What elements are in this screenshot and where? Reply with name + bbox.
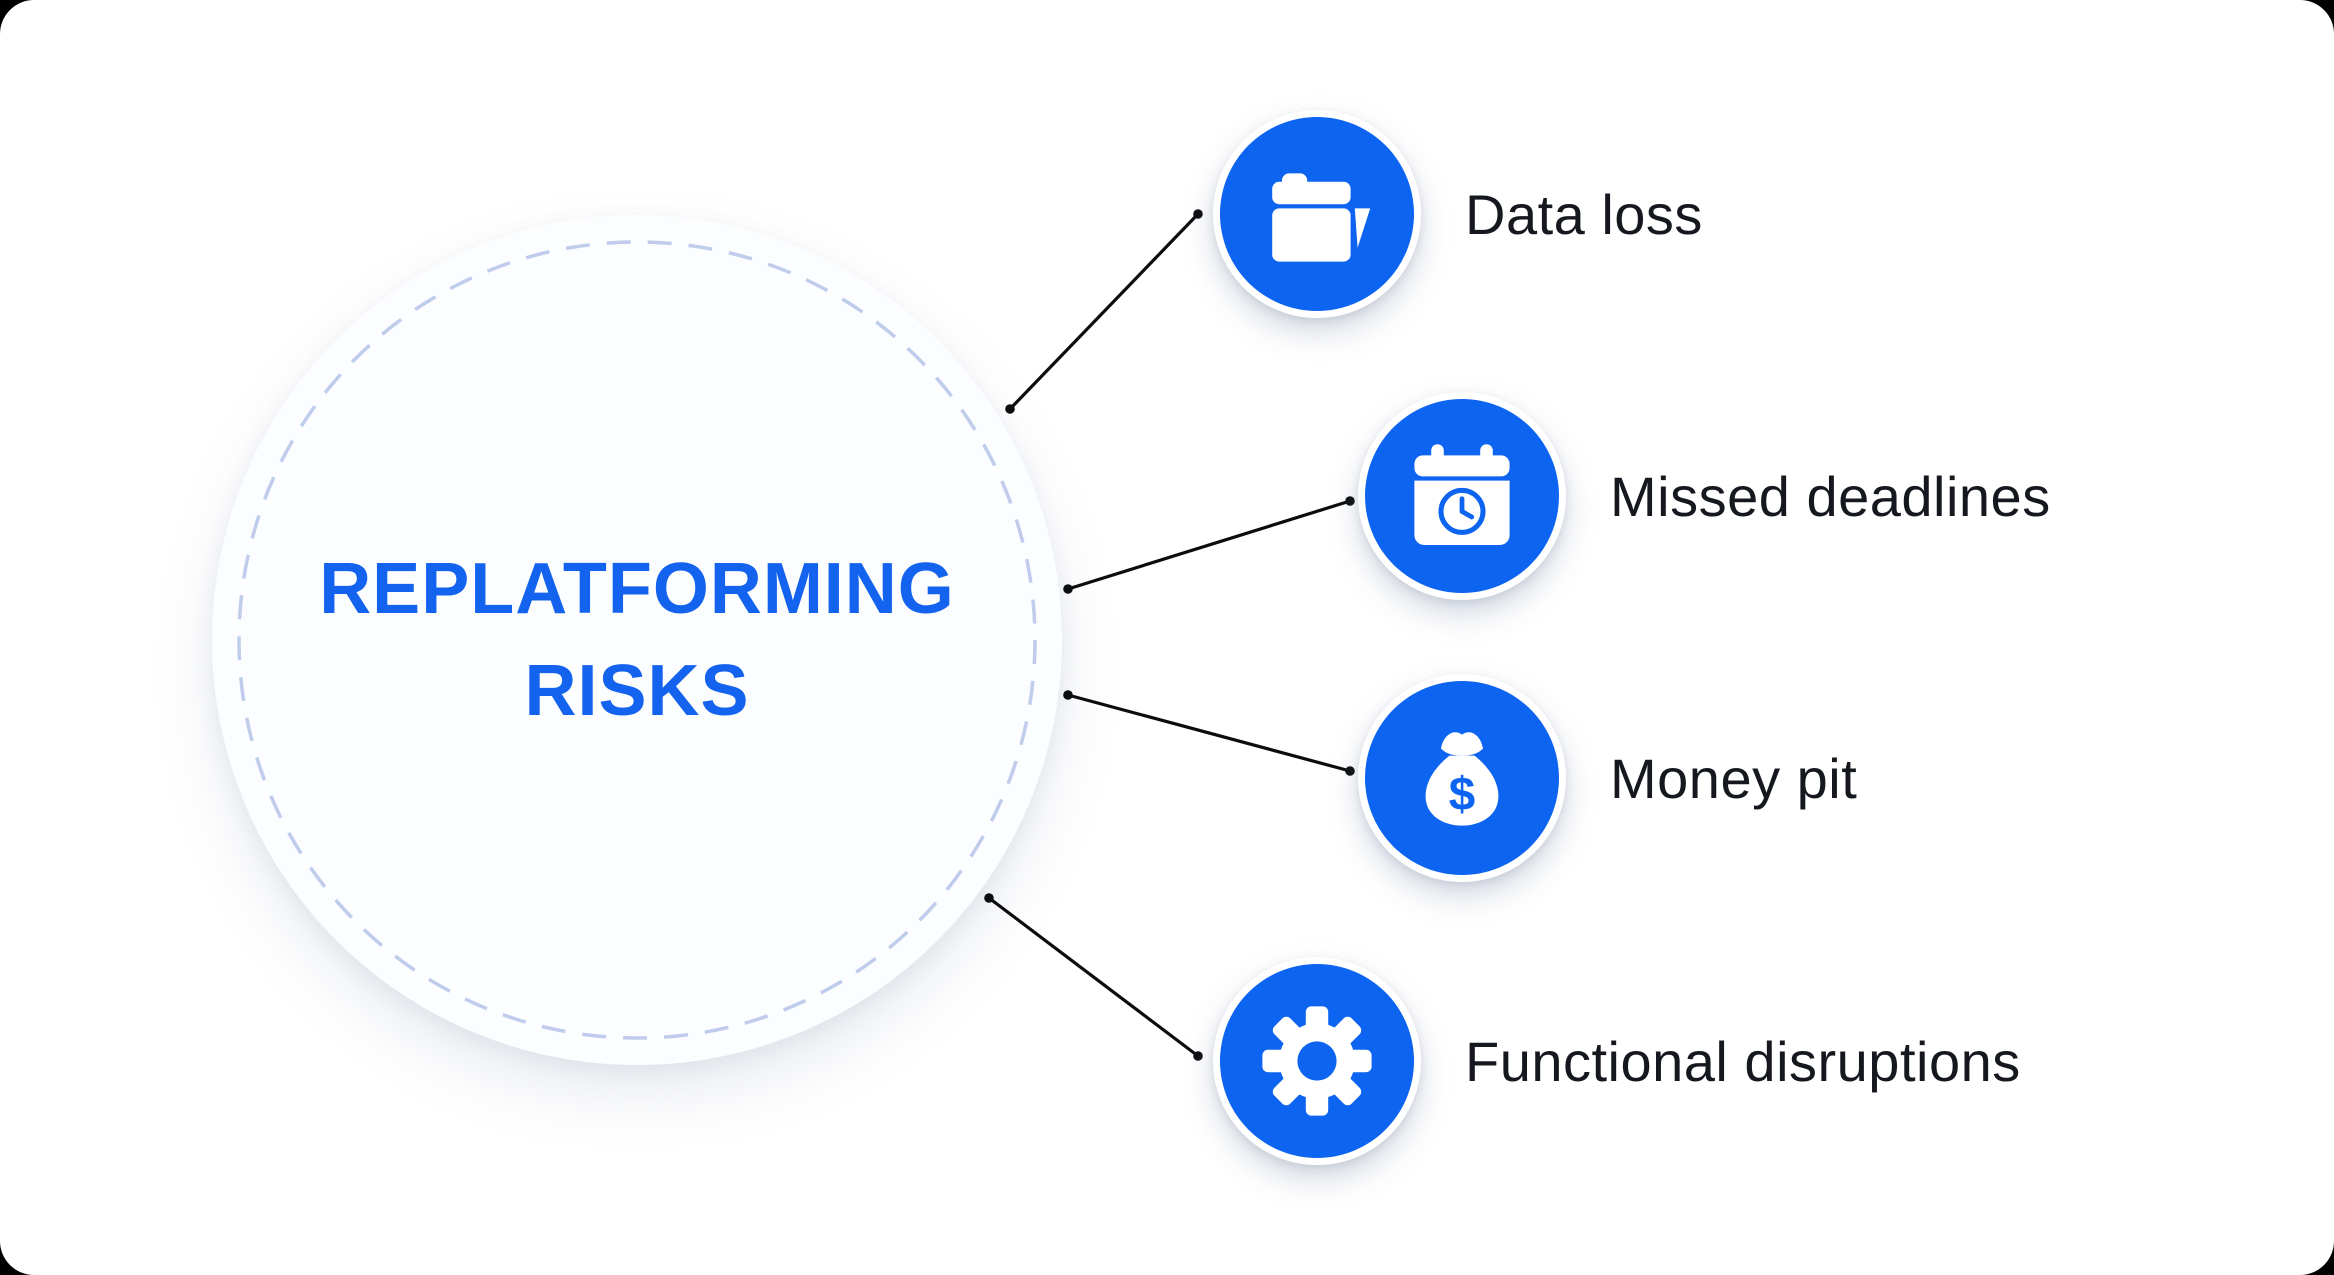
money-bag-icon: $ <box>1365 681 1559 875</box>
risk-item-missed-deadlines: Missed deadlines <box>1358 392 2051 600</box>
connector-line-missed-deadlines <box>1067 499 1351 591</box>
risk-label: Functional disruptions <box>1465 1029 2021 1093</box>
folder-icon <box>1220 117 1414 311</box>
icon-badge <box>1213 957 1421 1165</box>
calendar-clock-icon <box>1365 399 1559 593</box>
icon-badge: $ <box>1358 674 1566 882</box>
icon-badge <box>1358 392 1566 600</box>
dashed-ring <box>237 240 1037 1040</box>
risk-item-money-pit: $ Money pit <box>1358 674 1857 882</box>
central-topic-circle: REPLATFORMING RISKS <box>212 215 1062 1065</box>
central-title: REPLATFORMING RISKS <box>319 538 955 742</box>
icon-badge <box>1213 110 1421 318</box>
central-title-line1: REPLATFORMING <box>319 549 955 629</box>
risk-label: Missed deadlines <box>1610 464 2051 528</box>
risk-item-functional-disruptions: Functional disruptions <box>1213 957 2021 1165</box>
risk-item-data-loss: Data loss <box>1213 110 1703 318</box>
central-title-line2: RISKS <box>524 651 750 731</box>
risk-label: Money pit <box>1610 746 1858 810</box>
gear-icon <box>1220 964 1414 1158</box>
connector-line-money-pit <box>1067 693 1351 773</box>
risk-label: Data loss <box>1465 182 1703 246</box>
svg-text:$: $ <box>1449 768 1475 821</box>
